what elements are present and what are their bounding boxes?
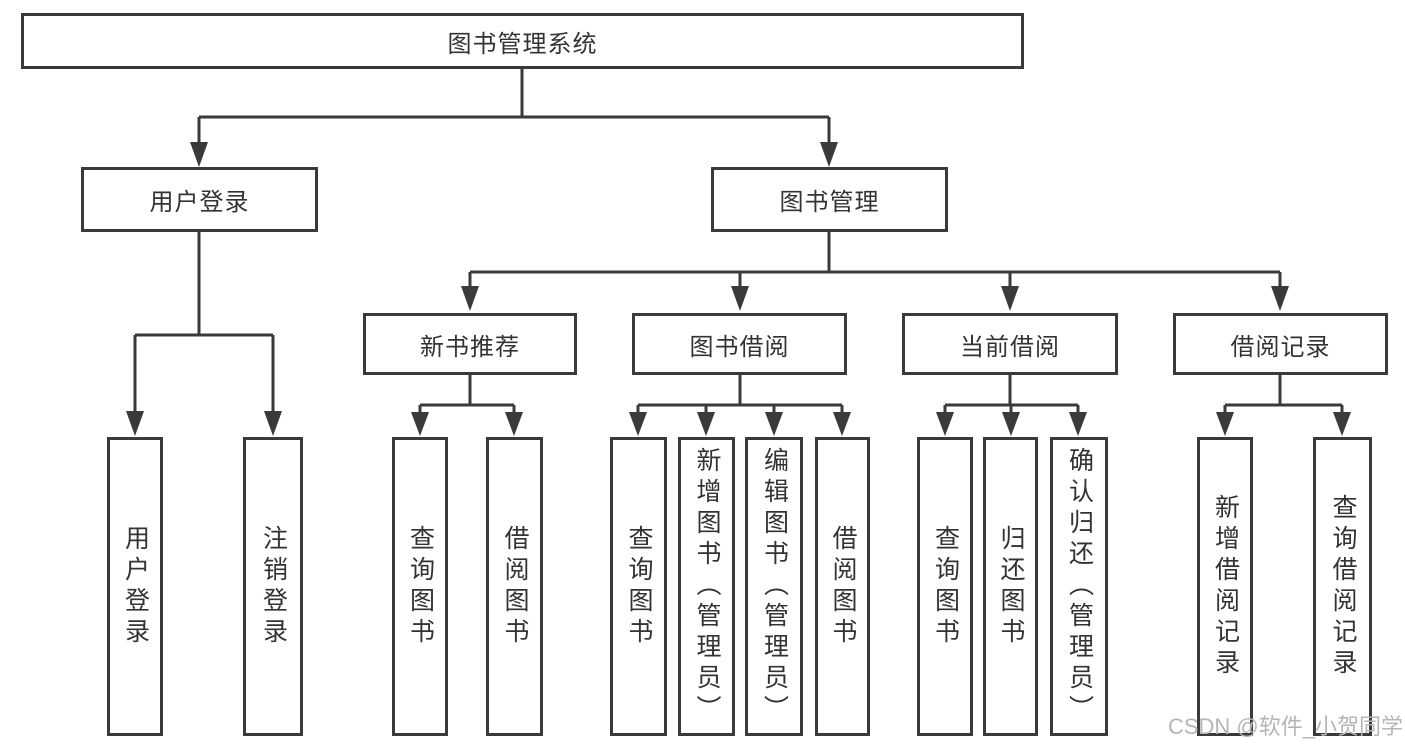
- node-book-management: 图书管理: [711, 167, 948, 232]
- leaf-confirm-return-admin: 确认归还（管理员）: [1050, 437, 1108, 736]
- node-current-borrow-label: 当前借阅: [960, 333, 1060, 361]
- csdn-watermark: CSDN @软件_小贺同学: [1167, 714, 1403, 739]
- node-new-book-recommend: 新书推荐: [363, 313, 577, 375]
- leaf-query-books-3: 查询图书: [917, 437, 973, 736]
- node-book-borrow: 图书借阅: [632, 313, 847, 375]
- leaf-user-login-label: 用户登录: [121, 524, 150, 649]
- leaf-query-books-2: 查询图书: [610, 437, 667, 736]
- node-book-borrow-label: 图书借阅: [689, 333, 790, 361]
- node-root-label: 图书管理系统: [447, 30, 598, 58]
- leaf-confirm-return-admin-label: 确认归还（管理员）: [1065, 447, 1094, 726]
- leaf-borrow-books-2: 借阅图书: [815, 437, 870, 736]
- node-borrow-records-label: 借阅记录: [1230, 333, 1331, 361]
- leaf-return-books-label: 归还图书: [997, 524, 1025, 649]
- node-user-login-label: 用户登录: [149, 189, 250, 216]
- leaf-borrow-books-1-label: 借阅图书: [501, 524, 529, 649]
- leaf-query-books-1: 查询图书: [392, 437, 448, 736]
- node-current-borrow: 当前借阅: [902, 313, 1118, 375]
- leaf-query-books-3-label: 查询图书: [931, 524, 960, 649]
- leaf-borrow-books-2-label: 借阅图书: [829, 524, 857, 649]
- leaf-query-books-2-label: 查询图书: [625, 524, 653, 649]
- node-user-login: 用户登录: [81, 167, 318, 232]
- leaf-add-borrow-record: 新增借阅记录: [1197, 437, 1253, 736]
- node-book-management-label: 图书管理: [779, 189, 880, 216]
- leaf-add-books-admin: 新增图书（管理员）: [678, 437, 735, 736]
- leaf-query-books-1-label: 查询图书: [406, 524, 435, 649]
- leaf-borrow-books-1: 借阅图书: [486, 437, 543, 736]
- leaf-user-login: 用户登录: [107, 437, 163, 736]
- leaf-query-borrow-record: 查询借阅记录: [1313, 437, 1372, 736]
- leaf-return-books: 归还图书: [983, 437, 1038, 736]
- leaf-add-borrow-record-label: 新增借阅记录: [1211, 493, 1240, 680]
- leaf-edit-books-admin: 编辑图书（管理员）: [745, 437, 803, 736]
- leaf-edit-books-admin-label: 编辑图书（管理员）: [760, 447, 789, 726]
- node-root: 图书管理系统: [21, 13, 1024, 69]
- leaf-logout: 注销登录: [243, 437, 303, 736]
- leaf-query-borrow-record-label: 查询借阅记录: [1329, 493, 1357, 680]
- leaf-logout-label: 注销登录: [259, 524, 288, 649]
- leaf-add-books-admin-label: 新增图书（管理员）: [693, 447, 721, 726]
- node-new-book-recommend-label: 新书推荐: [420, 333, 520, 361]
- node-borrow-records: 借阅记录: [1173, 313, 1388, 375]
